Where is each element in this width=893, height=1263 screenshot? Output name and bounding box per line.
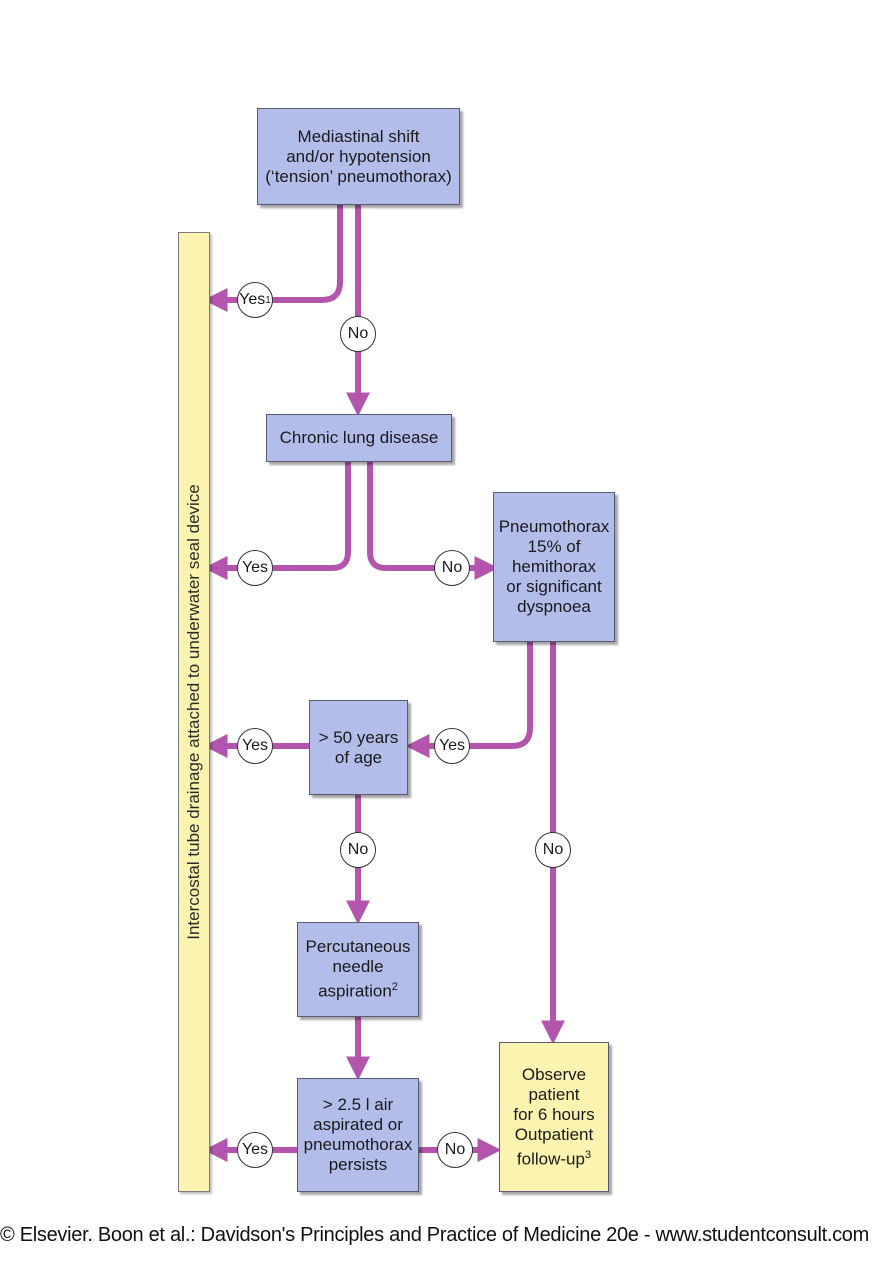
sidebar-label: Intercostal tube drainage attached to un…: [184, 484, 203, 940]
decision-yes-age: Yes: [237, 728, 273, 764]
box-line: Percutaneous: [305, 937, 411, 957]
footnote-marker: 1: [265, 294, 271, 306]
decision-yes-pneumothorax: Yes: [434, 728, 470, 764]
box-line: (‘tension’ pneumothorax): [265, 166, 452, 186]
decision-label: Yes: [438, 737, 466, 754]
box-line: Outpatient: [514, 1124, 594, 1144]
decision-label: No: [347, 325, 369, 342]
box-mediastinal-shift: Mediastinal shift and/or hypotension (‘t…: [257, 108, 460, 205]
box-line: persists: [328, 1155, 388, 1174]
decision-label: No: [441, 559, 463, 576]
decision-no-pneumothorax: No: [535, 832, 571, 868]
outcome-sidebar: Intercostal tube drainage attached to un…: [178, 232, 210, 1192]
box-line: Mediastinal shift: [297, 126, 420, 146]
box-line: follow-up3: [517, 1145, 591, 1170]
box-line: 15% of: [527, 537, 581, 556]
box-needle-aspiration: Percutaneous needle aspiration2: [297, 922, 419, 1017]
decision-no-mediastinal: No: [340, 316, 376, 352]
box-line: > 2.5 l air: [322, 1095, 394, 1114]
arrow-mediastinal-yes: [203, 205, 343, 312]
box-line: of age: [334, 747, 383, 767]
box-line: Chronic lung disease: [279, 428, 439, 447]
decision-no-aspirated: No: [437, 1132, 473, 1168]
box-line: > 50 years: [318, 727, 399, 747]
box-line: aspiration2: [318, 977, 398, 1002]
box-line-text: aspiration: [318, 981, 392, 1001]
decision-label: Yes: [241, 1141, 269, 1158]
box-line: Observe: [521, 1064, 587, 1084]
footnote-marker: 2: [391, 981, 398, 994]
footnote-marker: 3: [584, 1148, 592, 1161]
copyright-credit: © Elsevier. Boon et al.: Davidson's Prin…: [0, 1224, 869, 1246]
box-observe-patient: Observe patient for 6 hours Outpatient f…: [499, 1042, 609, 1192]
box-line: Pneumothorax: [498, 517, 610, 536]
decision-no-age: No: [340, 832, 376, 868]
decision-yes-aspirated: Yes: [237, 1132, 273, 1168]
box-line: for 6 hours: [513, 1104, 595, 1124]
arrow-pneumothorax-yes: [405, 642, 533, 758]
box-age-over-50: > 50 years of age: [309, 700, 408, 795]
decision-no-chronic: No: [434, 550, 470, 586]
decision-label: No: [444, 1141, 466, 1158]
box-line: aspirated or: [313, 1115, 403, 1134]
decision-yes-chronic: Yes: [237, 550, 273, 586]
box-line: needle: [332, 957, 384, 977]
box-line: or significant: [506, 577, 602, 596]
decision-label: No: [542, 841, 564, 858]
box-pneumothorax-size: Pneumothorax 15% of hemithorax or signif…: [493, 492, 615, 642]
box-line-text: follow-up: [516, 1149, 585, 1169]
decision-label: No: [347, 841, 369, 858]
box-line: and/or hypotension: [286, 146, 431, 166]
box-line: hemithorax: [511, 557, 597, 576]
box-line: dyspnoea: [517, 597, 591, 616]
arrow-chronic-no: [367, 462, 499, 580]
arrow-chronic-yes: [203, 462, 351, 580]
box-air-aspirated: > 2.5 l air aspirated or pneumothorax pe…: [297, 1078, 419, 1192]
box-line: patient: [528, 1084, 580, 1104]
decision-label: Yes: [239, 291, 266, 308]
decision-label: Yes: [241, 737, 269, 754]
box-chronic-lung-disease: Chronic lung disease: [266, 414, 452, 462]
box-line: pneumothorax: [303, 1135, 413, 1154]
decision-label: Yes: [241, 559, 269, 576]
